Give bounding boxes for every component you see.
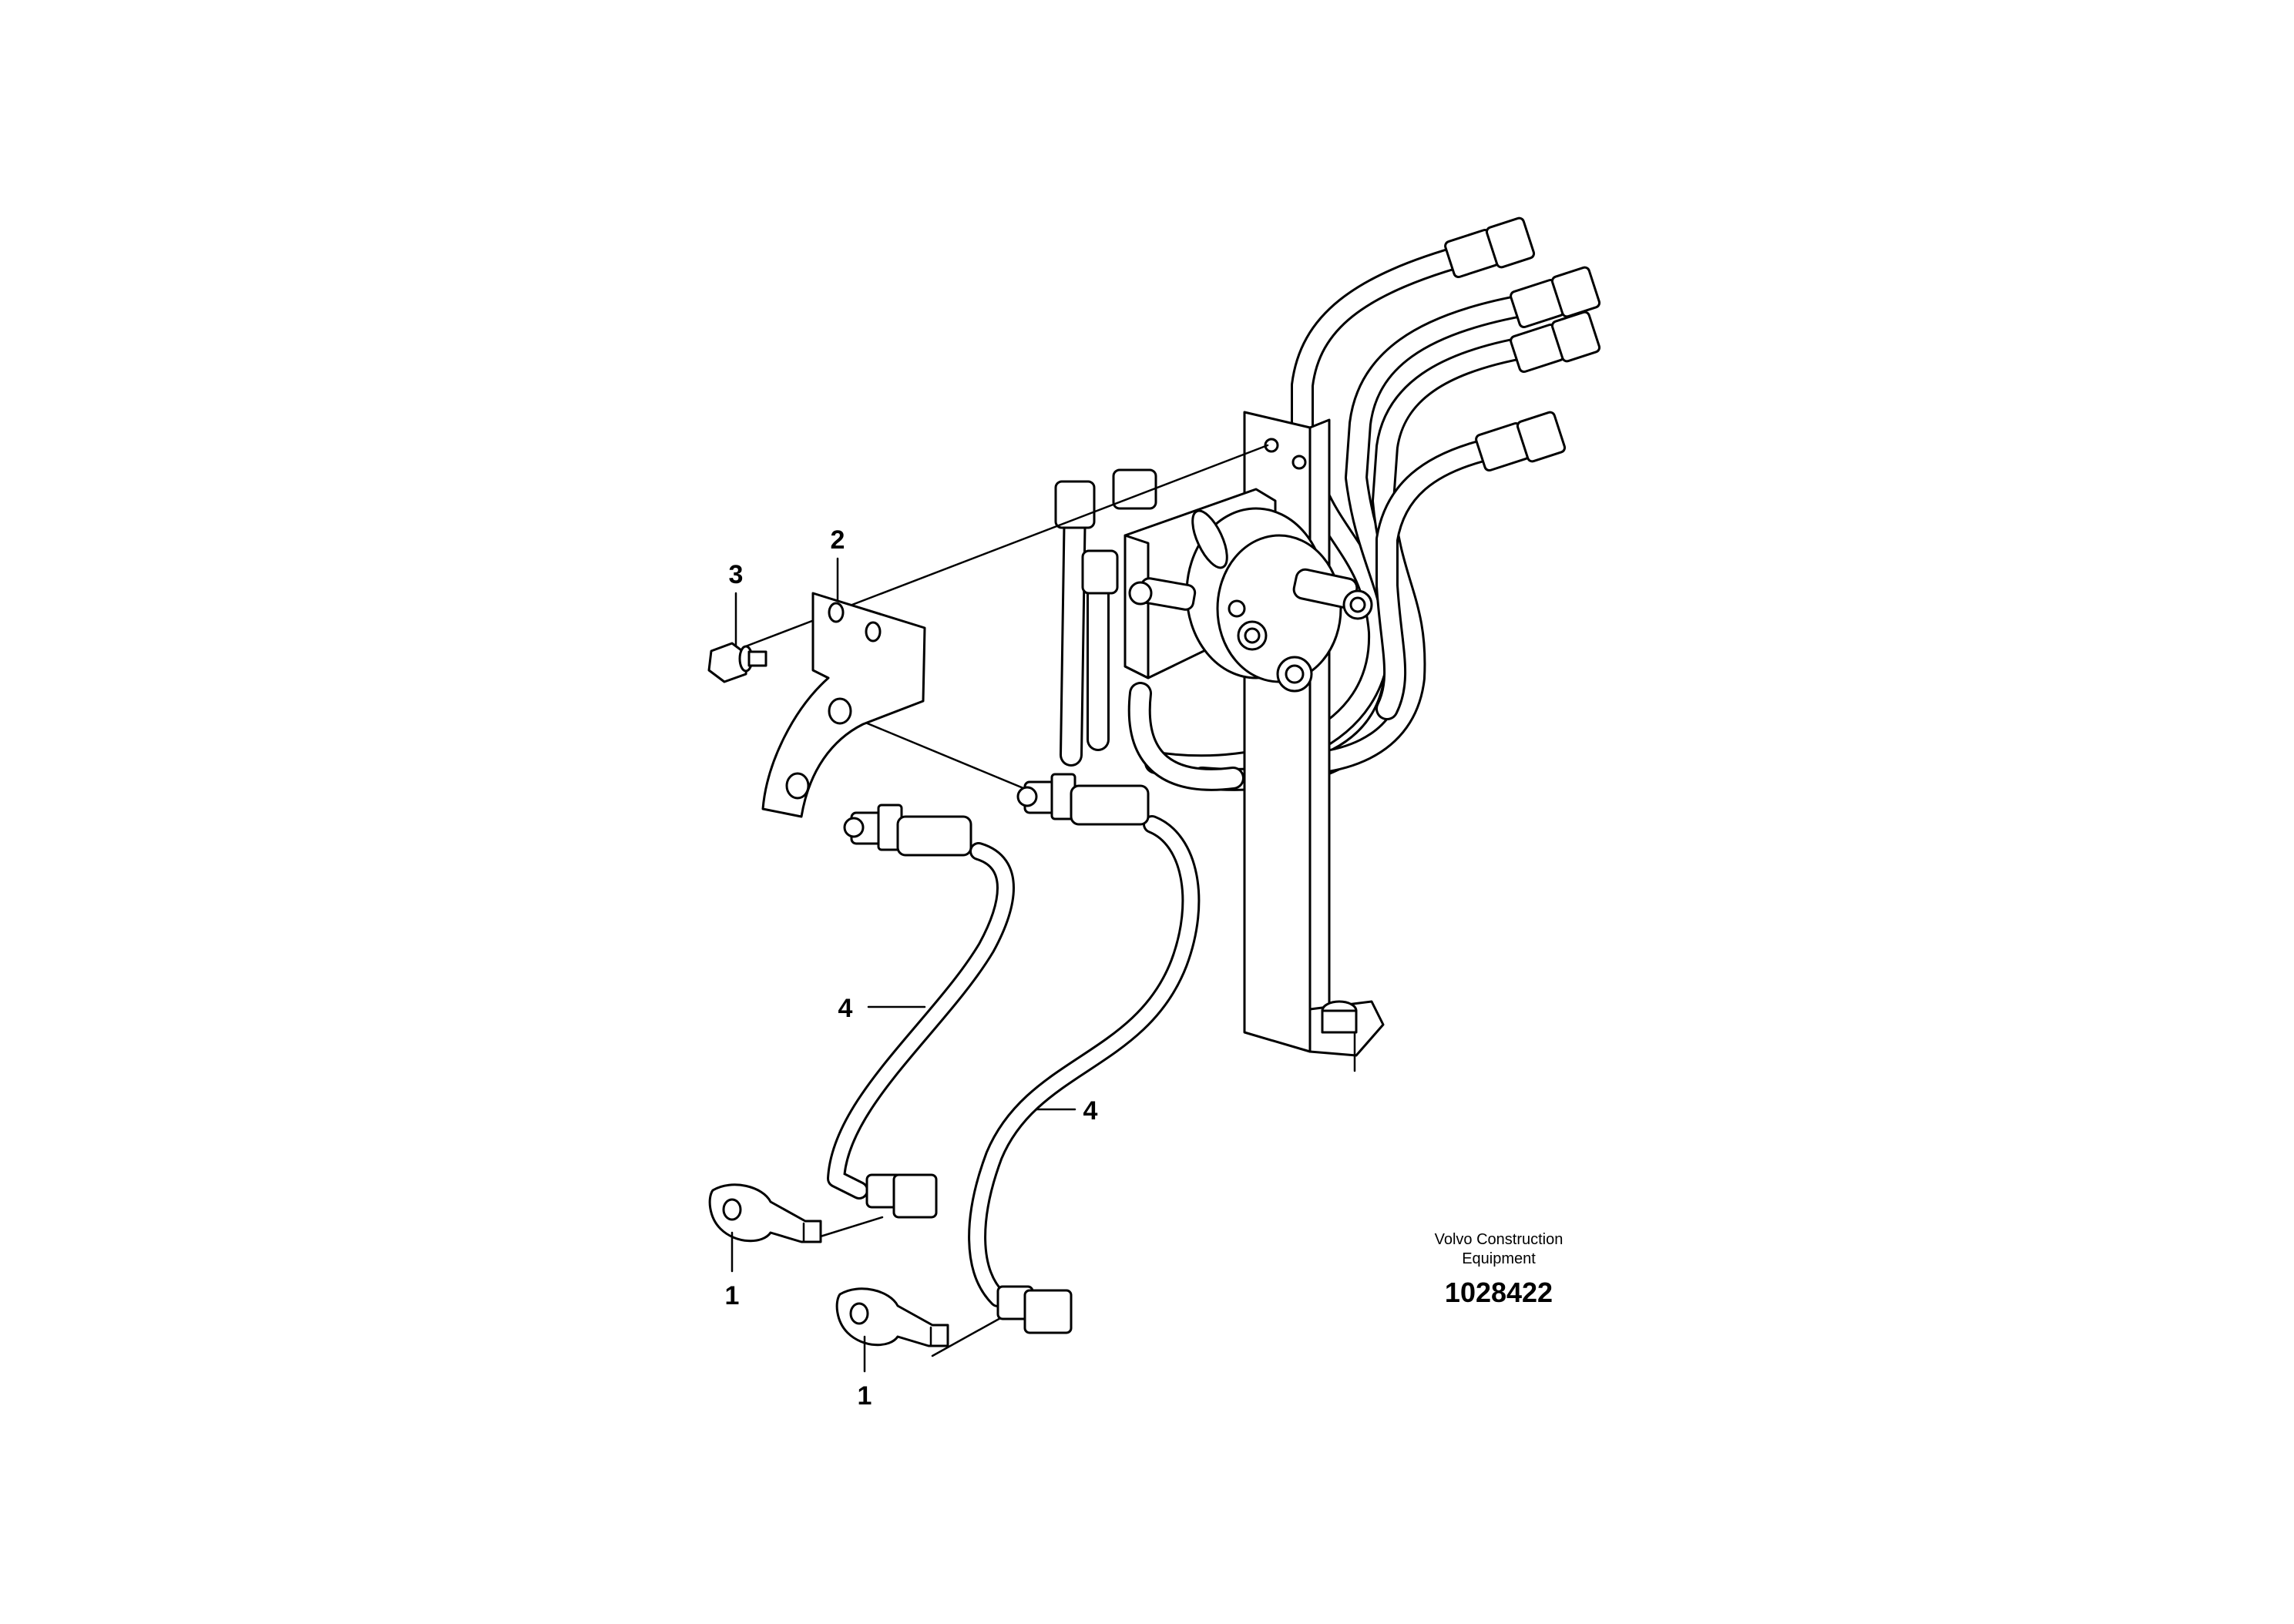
- sensor-cable-left: [827, 804, 1015, 1219]
- cable-terminal-lower: [835, 1287, 949, 1347]
- drawing-number: 1028422: [1445, 1277, 1553, 1308]
- bracket: [761, 592, 926, 818]
- callout-4-right: 4: [1083, 1096, 1098, 1126]
- credit-line-2: Equipment: [1462, 1250, 1536, 1267]
- flange-screw: [707, 642, 767, 683]
- assembly-lines: [742, 444, 1269, 1357]
- hose-fittings: [1054, 216, 1601, 595]
- cable-terminal-upper: [708, 1183, 822, 1243]
- callout-4-left: 4: [838, 994, 853, 1023]
- callout-3: 3: [729, 560, 744, 589]
- hydraulic-hoses: [1060, 243, 1541, 791]
- credit-line-1: Volvo Construction: [1435, 1231, 1563, 1248]
- callout-2: 2: [831, 525, 845, 555]
- callout-1-lower: 1: [858, 1381, 872, 1411]
- sensor-cable-right: [968, 773, 1201, 1334]
- callout-1-upper: 1: [725, 1281, 740, 1310]
- valve-block: [1123, 488, 1373, 693]
- callout-leaders: [731, 557, 1076, 1373]
